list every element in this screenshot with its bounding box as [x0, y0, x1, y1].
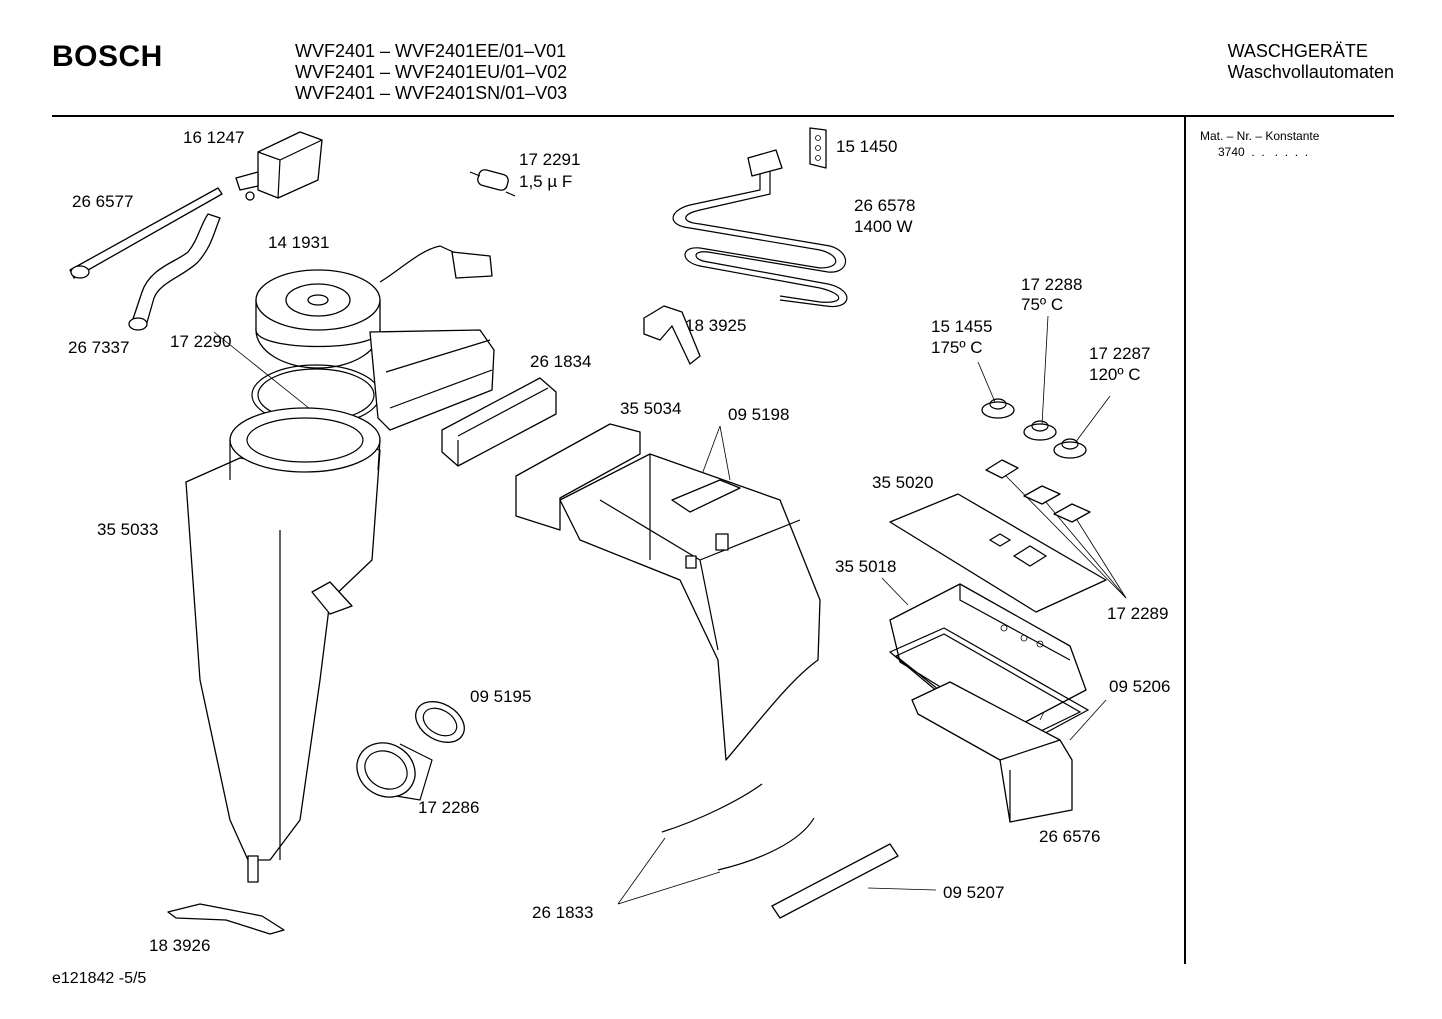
label-172291: 17 2291 [519, 150, 580, 169]
label-172289: 17 2289 [1107, 604, 1168, 623]
label-183925: 18 3925 [685, 316, 746, 335]
label-183926: 18 3926 [149, 936, 210, 955]
label-151455: 15 1455 [931, 317, 992, 336]
thermostat-172287 [1053, 438, 1087, 459]
label-172287-value: 120º C [1089, 365, 1141, 384]
bracket-183926 [167, 903, 285, 935]
label-095206: 09 5206 [1109, 677, 1170, 696]
lower-duct [911, 681, 1073, 823]
label-266578-value: 1400 W [854, 217, 913, 236]
model-line: WVF2401 – WVF2401SN/01–V03 [295, 83, 568, 103]
header-divider [52, 115, 1394, 117]
label-172291-value: 1,5 µ F [519, 172, 572, 191]
model-line: WVF2401 – WVF2401EE/01–V01 [295, 41, 567, 61]
label-095198: 09 5198 [728, 405, 789, 424]
connector-172286 [356, 742, 433, 801]
label-151455-value: 175º C [931, 338, 983, 357]
label-172290: 17 2290 [170, 332, 231, 351]
label-355020: 35 5020 [872, 473, 933, 492]
thermostat-172288 [1023, 420, 1057, 441]
suppressor-part [235, 131, 323, 201]
material-title: Mat. – Nr. – Konstante [1200, 129, 1320, 143]
label-266577: 26 6577 [72, 192, 133, 211]
category: WASCHGERÄTE Waschvollautomaten [1228, 41, 1394, 83]
model-list: WVF2401 – WVF2401EE/01–V01 WVF2401 – WVF… [295, 41, 567, 104]
hose-part [128, 213, 221, 331]
bracket-183925 [643, 305, 701, 365]
plate-355020 [889, 493, 1107, 613]
label-267337: 26 7337 [68, 338, 129, 357]
label-161247: 16 1247 [183, 128, 244, 147]
cover-355018 [889, 583, 1087, 731]
duct-body [185, 329, 495, 883]
label-261833: 26 1833 [532, 903, 593, 922]
filter-part [441, 377, 557, 467]
label-355018: 35 5018 [835, 557, 896, 576]
heater-element [672, 149, 848, 308]
material-panel: Mat. – Nr. – Konstante 3740 . . . . . . [1200, 128, 1319, 160]
label-151450: 15 1450 [836, 137, 897, 156]
model-line: WVF2401 – WVF2401EU/01–V02 [295, 62, 568, 82]
label-095195: 09 5195 [470, 687, 531, 706]
brand-logo: BOSCH [52, 40, 163, 73]
rod-part [69, 187, 223, 279]
material-value: 3740 . . . . . . [1218, 145, 1309, 159]
label-355034: 35 5034 [620, 399, 681, 418]
spring-clips-261833 [661, 783, 815, 871]
label-141931: 14 1931 [268, 233, 329, 252]
label-095207: 09 5207 [943, 883, 1004, 902]
bracket-part [809, 127, 827, 169]
label-266576: 26 6576 [1039, 827, 1100, 846]
side-divider [1184, 116, 1186, 964]
label-172288-value: 75º C [1021, 295, 1063, 314]
label-172286: 17 2286 [418, 798, 479, 817]
bracket-095207 [771, 843, 899, 919]
diagram-code: e121842 -5/5 [52, 970, 147, 987]
category-subtitle: Waschvollautomaten [1227, 62, 1394, 82]
label-355033: 35 5033 [97, 520, 158, 539]
label-261834: 26 1834 [530, 352, 591, 371]
category-title: WASCHGERÄTE [1227, 41, 1368, 61]
label-266578: 26 6578 [854, 196, 915, 215]
label-172288: 17 2288 [1021, 275, 1082, 294]
gaskets-172289 [985, 459, 1091, 523]
label-172287: 17 2287 [1089, 344, 1150, 363]
fan-motor [255, 245, 493, 369]
thermostat-151455 [981, 398, 1015, 419]
condenser-channel [515, 423, 821, 761]
seal-095195 [415, 701, 465, 743]
capacitor-part [469, 169, 516, 197]
